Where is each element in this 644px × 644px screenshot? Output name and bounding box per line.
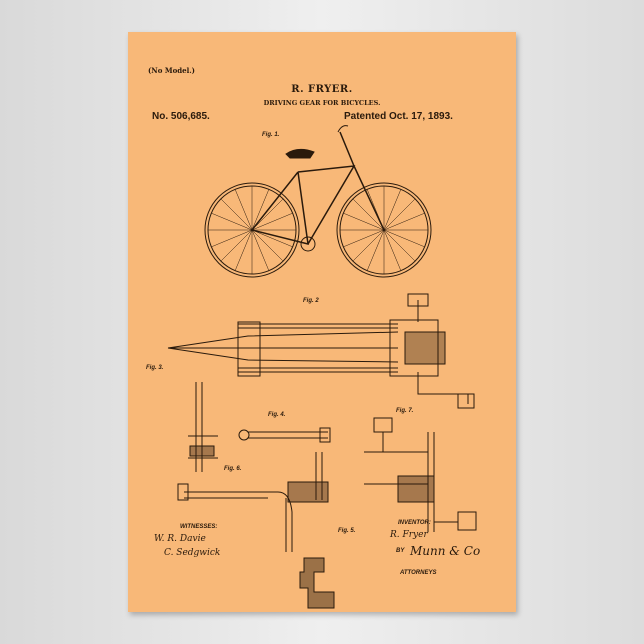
attorneys-label: ATTORNEYS [400, 570, 436, 576]
fig3-label: Fig. 3. [146, 365, 163, 371]
fig4-drawing [239, 428, 330, 442]
fig1-label: Fig. 1. [262, 132, 279, 138]
fig5-drawing [300, 558, 334, 608]
witness-signature-2: C. Sedgwick [164, 548, 220, 558]
witnesses-label: WITNESSES: [180, 524, 217, 530]
inventor-label: INVENTOR: [398, 520, 431, 526]
witness-signature-1: W. R. Davie [154, 534, 206, 544]
bicycle-drawing [205, 126, 431, 277]
inventor-signature: R. Fryer [390, 530, 428, 540]
fig6-label: Fig. 6. [224, 466, 241, 472]
fig7-label: Fig. 7. [396, 408, 413, 414]
fig2-label: Fig. 2 [303, 298, 319, 304]
attorney-signature: Munn & Co [410, 544, 480, 558]
fig2-drawing [168, 294, 474, 408]
fig5-label: Fig. 5. [338, 528, 355, 534]
patent-poster: (No Model.) R. FRYER. DRIVING GEAR FOR B… [128, 32, 516, 612]
by-label: BY [396, 548, 404, 554]
fig7-drawing [364, 418, 476, 532]
fig4-label: Fig. 4. [268, 412, 285, 418]
fig3-drawing [188, 382, 218, 472]
